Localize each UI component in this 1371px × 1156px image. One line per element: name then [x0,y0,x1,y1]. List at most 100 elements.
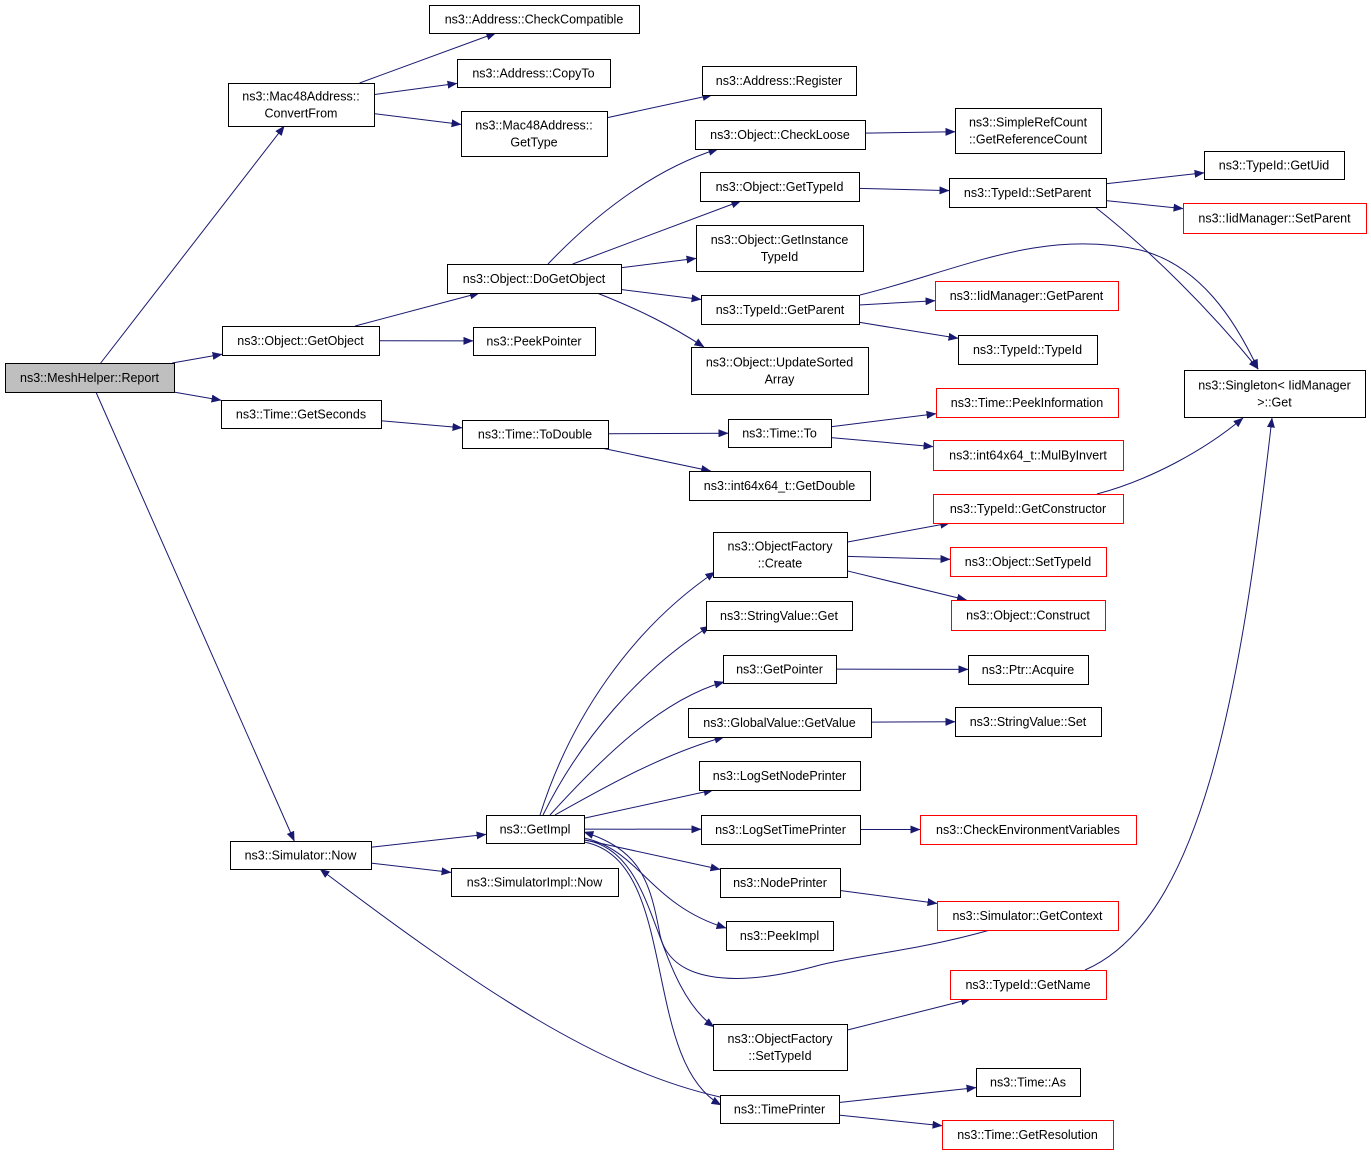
node-box [486,815,585,844]
node-timeas[interactable]: ns3::Time::As [976,1068,1081,1097]
node-getcontext[interactable]: ns3::Simulator::GetContext [937,901,1119,931]
node-iidgetparent[interactable]: ns3::IidManager::GetParent [935,281,1119,311]
node-box [695,120,866,150]
node-checkcompat[interactable]: ns3::Address::CheckCompatible [429,5,640,34]
edge-mac48gettype-to-register [606,93,713,119]
node-checkenv[interactable]: ns3::CheckEnvironmentVariables [920,815,1137,845]
node-copyto[interactable]: ns3::Address::CopyTo [457,59,611,88]
node-peekinfo[interactable]: ns3::Time::PeekInformation [936,388,1119,418]
node-box [691,347,869,395]
node-label: ns3::Ptr::Acquire [982,663,1074,677]
node-tidsetparent[interactable]: ns3::TypeId::SetParent [949,178,1107,208]
node-convertfrom[interactable]: ns3::Mac48Address::ConvertFrom [228,83,375,127]
node-box [702,66,857,96]
node-box [955,108,1102,154]
node-ofsettypeid[interactable]: ns3::ObjectFactory::SetTypeId [713,1024,848,1071]
node-getconstructor[interactable]: ns3::TypeId::GetConstructor [933,494,1124,524]
edge-report-to-getseconds [173,391,222,403]
node-label: ns3::Time::PeekInformation [951,396,1103,410]
node-getimpl[interactable]: ns3::GetImpl [486,815,585,844]
node-label: ns3::int64x64_t::GetDouble [704,479,856,493]
node-label: ns3::Object::Construct [966,609,1090,623]
node-box [958,335,1098,365]
node-timeprinter[interactable]: ns3::TimePrinter [720,1095,840,1124]
node-getdouble[interactable]: ns3::int64x64_t::GetDouble [689,471,871,501]
node-strvalset[interactable]: ns3::StringValue::Set [955,707,1102,737]
node-label: ns3::Object::GetTypeId [716,180,844,194]
node-box [942,1120,1114,1150]
node-box [720,1095,840,1124]
edge-dogetobject-to-checkloose [547,147,719,265]
node-label: ns3::Address::CopyTo [472,67,594,81]
node-tidgetuid[interactable]: ns3::TypeId::GetUid [1204,151,1345,180]
node-label: ns3::Simulator::Now [245,849,358,863]
node-getobject[interactable]: ns3::Object::GetObject [222,326,380,356]
node-ptracquire[interactable]: ns3::Ptr::Acquire [968,655,1089,685]
node-singletonget[interactable]: ns3::Singleton< IidManager>::Get [1184,370,1366,418]
node-box [720,868,841,898]
node-label: ns3::Time::To [742,427,817,441]
edge-report-to-simnow [95,391,295,842]
node-logsetnode[interactable]: ns3::LogSetNodePrinter [699,761,861,791]
node-mac48gettype[interactable]: ns3::Mac48Address::GetType [461,111,608,157]
node-register[interactable]: ns3::Address::Register [702,66,857,96]
node-box [699,761,861,791]
node-iidsetparent[interactable]: ns3::IidManager::SetParent [1183,203,1367,234]
node-getseconds[interactable]: ns3::Time::GetSeconds [221,400,382,429]
node-todouble[interactable]: ns3::Time::ToDouble [462,420,609,449]
edge-timeto-to-peekinfo [830,410,937,428]
node-box [461,111,608,157]
node-logsettime[interactable]: ns3::LogSetTimePrinter [701,815,861,845]
node-report[interactable]: ns3::MeshHelper::Report [5,363,175,393]
node-getpointer[interactable]: ns3::GetPointer [723,655,837,684]
node-checkloose[interactable]: ns3::Object::CheckLoose [695,120,866,150]
node-peekimpl[interactable]: ns3::PeekImpl [726,921,834,951]
node-label: ns3::Time::As [990,1076,1066,1090]
node-label: ns3::Object::UpdateSorted [706,356,853,370]
edge-getseconds-to-todouble [380,420,463,431]
edge-timeprinter-to-simnow [319,868,721,1098]
node-label: ns3::ObjectFactory [728,1032,834,1046]
edge-convertfrom-to-checkcompat [359,32,497,84]
node-box [968,655,1089,685]
edge-tidgetname-to-singletonget [1084,417,1275,971]
node-mulbyinvert[interactable]: ns3::int64x64_t::MulByInvert [933,440,1124,471]
node-box [230,841,372,870]
node-tidtypeid[interactable]: ns3::TypeId::TypeId [958,335,1098,365]
edge-timeprinter-to-getresolution [838,1114,943,1129]
node-label: ns3::SimpleRefCount [969,116,1088,130]
node-gvgetvalue[interactable]: ns3::GlobalValue::GetValue [688,708,872,738]
edge-getobject-to-dogetobject [354,291,480,327]
node-label: Array [765,373,796,387]
node-nodeprinter[interactable]: ns3::NodePrinter [720,868,841,898]
node-dogetobject[interactable]: ns3::Object::DoGetObject [447,264,622,294]
edge-getimpl-to-gvgetvalue [554,735,725,816]
node-simimplnow[interactable]: ns3::SimulatorImpl::Now [451,868,619,897]
edge-ofcreate-to-objsettypeid [846,555,951,564]
node-label: ns3::Object::GetInstance [711,233,849,247]
node-objsettypeid[interactable]: ns3::Object::SetTypeId [950,547,1107,577]
node-box [713,532,848,578]
edge-dogetobject-to-updatesorted [596,292,705,348]
node-label: ns3::GlobalValue::GetValue [703,716,855,730]
node-getrefcount[interactable]: ns3::SimpleRefCount::GetReferenceCount [955,108,1102,154]
edge-ofcreate-to-objconstruct [846,570,967,602]
nodes-layer: ns3::MeshHelper::Report ns3::Mac48Address… [5,5,1367,1150]
node-timeto[interactable]: ns3::Time::To [728,419,832,448]
node-getresolution[interactable]: ns3::Time::GetResolution [942,1120,1114,1150]
edge-getimpl-to-ofcreate [539,571,716,816]
node-box [1184,370,1366,418]
node-label: ns3::StringValue::Set [970,715,1087,729]
node-tidgetname[interactable]: ns3::TypeId::GetName [950,970,1107,1000]
node-objgettypeid[interactable]: ns3::Object::GetTypeId [700,172,860,202]
node-label: ns3::Object::CheckLoose [710,128,850,142]
node-simnow[interactable]: ns3::Simulator::Now [230,841,372,870]
node-peekpointer[interactable]: ns3::PeekPointer [473,327,596,356]
node-strvalget[interactable]: ns3::StringValue::Get [706,601,853,631]
node-tidgetparent[interactable]: ns3::TypeId::GetParent [701,295,860,325]
node-label: ns3::TypeId::GetParent [716,303,845,317]
node-objconstruct[interactable]: ns3::Object::Construct [951,600,1106,631]
node-ofcreate[interactable]: ns3::ObjectFactory::Create [713,532,848,578]
